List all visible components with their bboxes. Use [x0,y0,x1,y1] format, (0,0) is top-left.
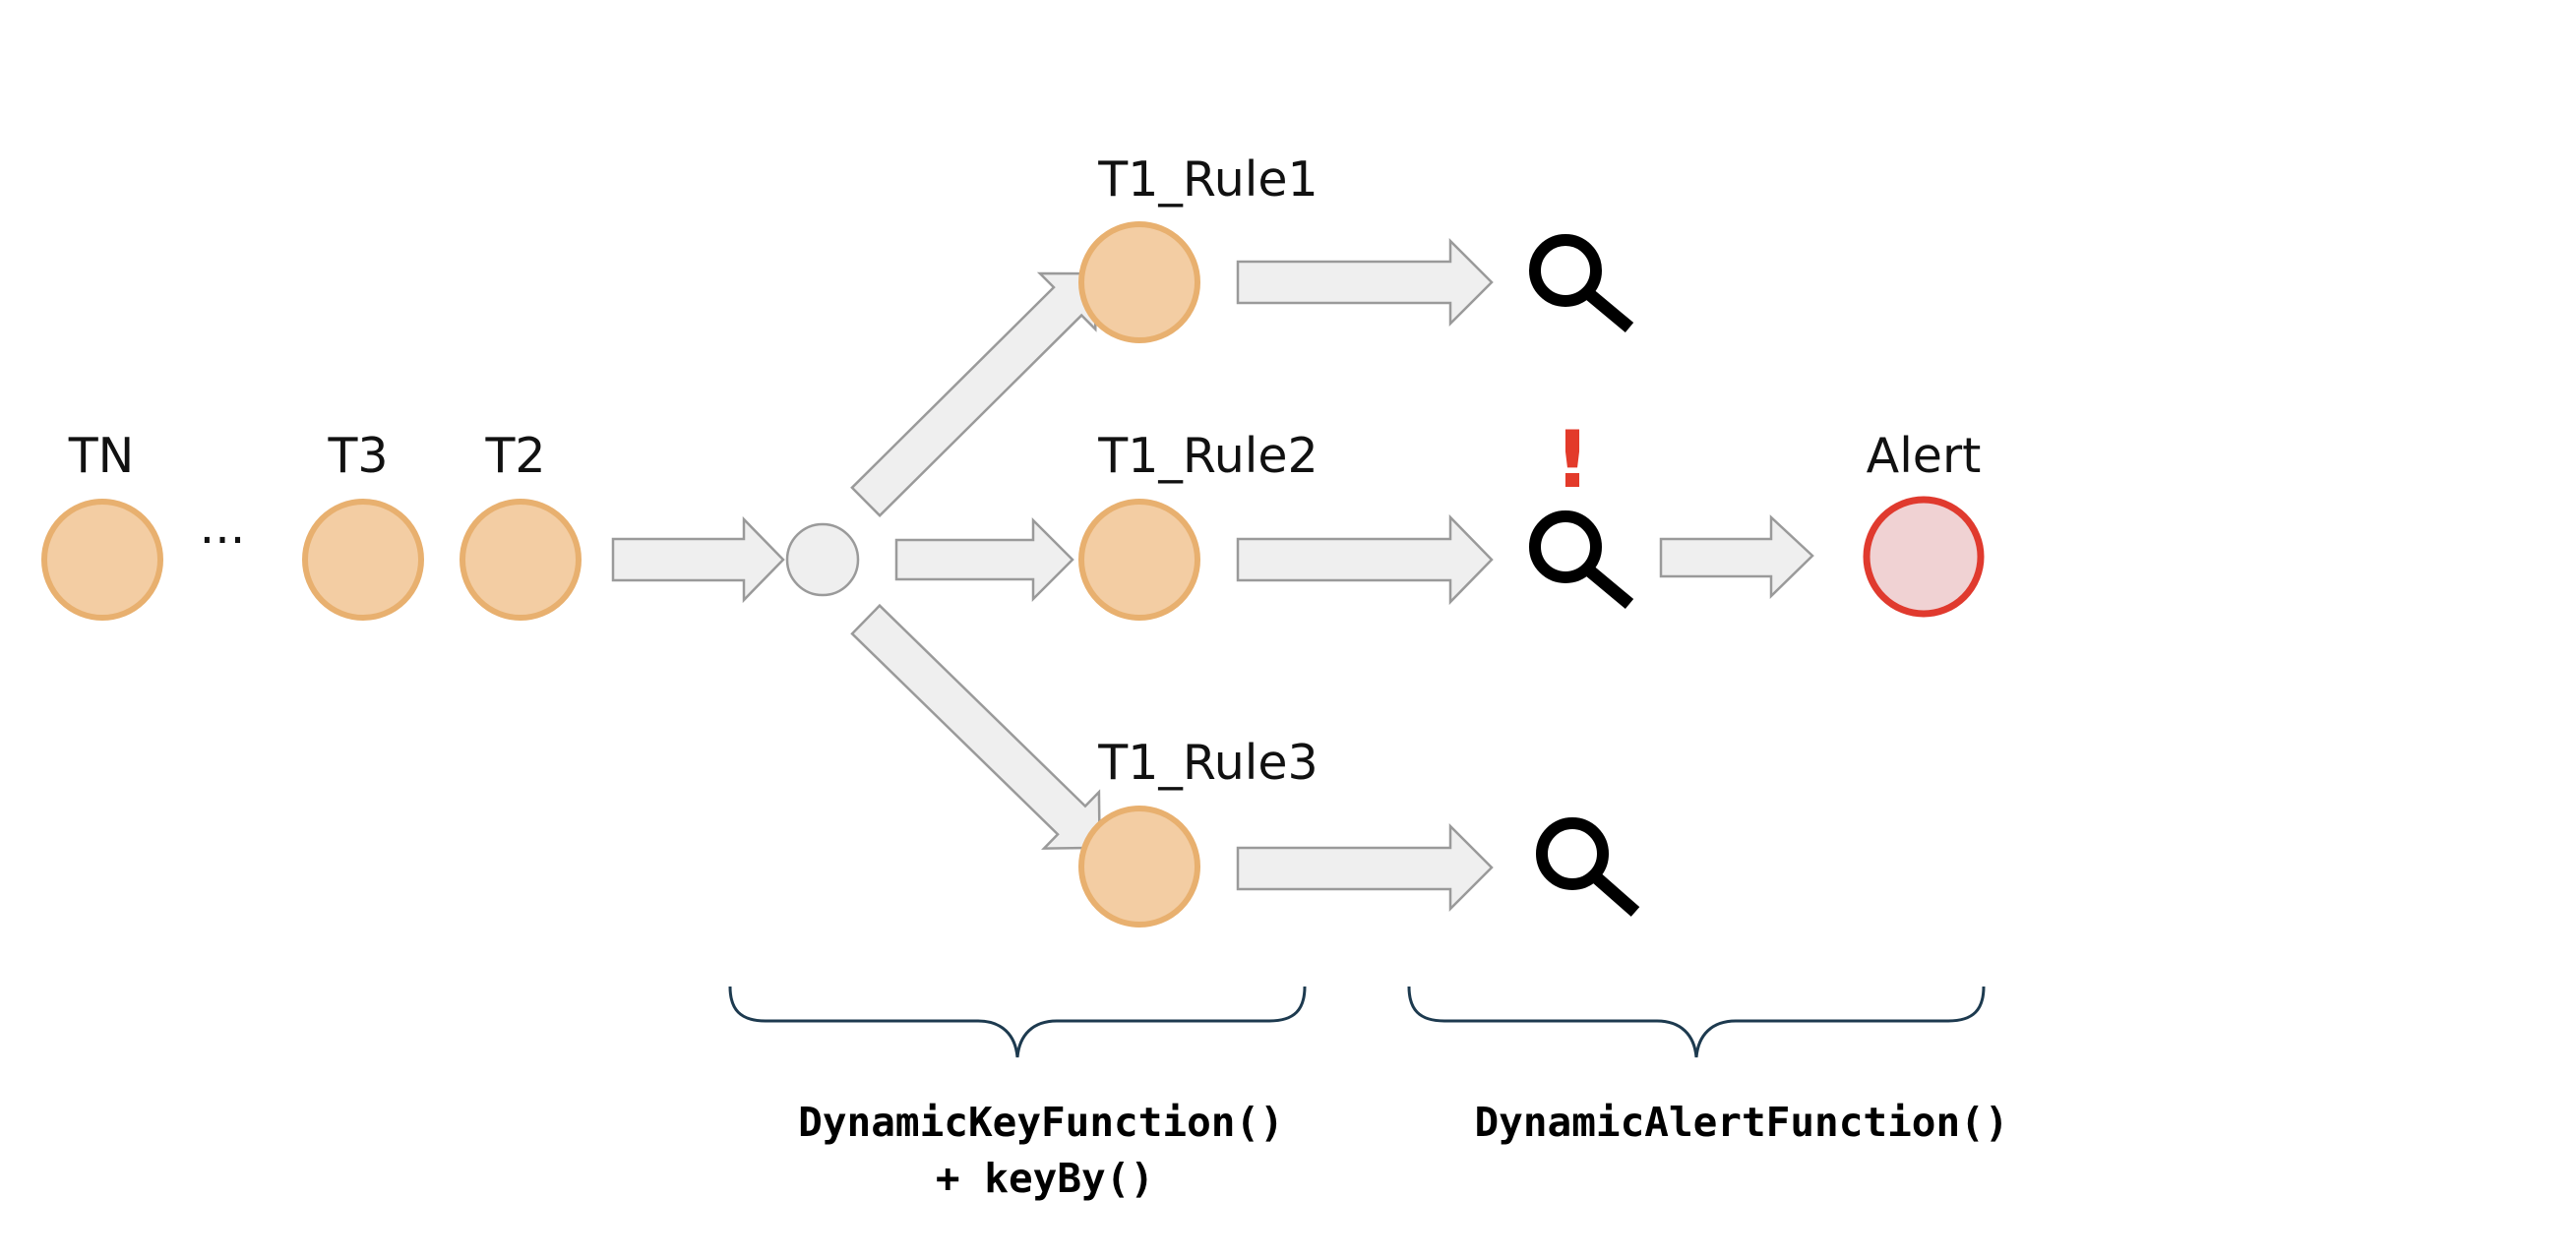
arrow-rule2-to-eval [1236,513,1494,606]
rule3-label: T1_Rule3 [1097,735,1318,791]
brace-key-function [728,986,1307,1058]
brace-alert-function [1407,986,1986,1058]
magnifier-icon [1536,817,1640,917]
ellipsis: ... [200,499,246,555]
input-stream: TN ... T3 T2 [41,428,582,621]
key-function-label: DynamicKeyFunction() [798,1099,1284,1146]
rule1-label: T1_Rule1 [1097,151,1318,208]
magnifier-icon [1529,234,1634,332]
arrow-rule3-to-eval [1236,822,1494,913]
arrow-eval-to-alert [1659,514,1814,599]
rule1-event [1078,221,1200,343]
event-label-t3: T3 [327,428,388,484]
evaluation: ! [1529,234,1640,917]
keyby-label: + keyBy() [936,1155,1154,1202]
keyby-split-node [785,522,860,597]
rule2-label: T1_Rule2 [1097,428,1318,484]
arrow-split-to-rule2 [894,516,1074,603]
rule-branches: T1_Rule1 T1_Rule2 T1_Rule3 [1078,151,1319,928]
arrows [611,237,1814,913]
event-label-tn: TN [68,428,135,484]
alert-output: Alert [1863,428,1985,618]
event-t2 [460,499,582,621]
magnifier-icon [1529,510,1634,609]
event-tn [41,499,163,621]
alert-label: Alert [1867,428,1982,484]
arrow-to-split [611,515,785,604]
alert-function-label: DynamicAlertFunction() [1474,1099,2008,1146]
alert-event [1863,496,1985,618]
event-label-t2: T2 [484,428,545,484]
event-t3 [302,499,424,621]
arrow-split-to-rule3 [850,603,1101,850]
rule2-event [1078,499,1200,621]
rule3-event [1078,806,1200,928]
exclamation-mark: ! [1555,414,1590,506]
arrow-rule1-to-eval [1236,237,1494,328]
